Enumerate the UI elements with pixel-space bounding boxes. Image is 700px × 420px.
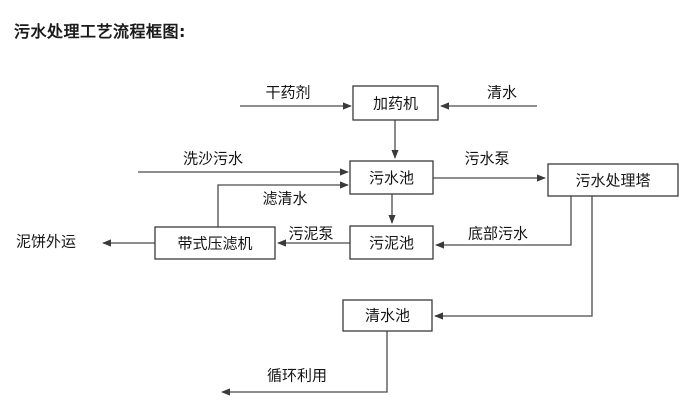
node-treatment-tower[interactable]: 污水处理塔 [547,163,679,197]
node-wastewater-pool-box [349,160,434,195]
node-dosing-machine-label: 加药机 [373,95,418,113]
node-dosing-machine-box [352,85,439,121]
edge-clearwater-recycle [221,331,388,396]
edge-label-bottom-wastewater: 底部污水 [468,225,528,243]
node-sludge-pool-label: 污泥池 [369,234,414,252]
edge-filtered-water-to-wastewater [217,181,349,227]
edge-label-sand-wash-water: 洗沙污水 [183,150,243,168]
node-clear-water-pool-box [342,299,433,332]
edge-label-recycle-use: 循环利用 [267,367,327,385]
edge-label-filtered-water: 滤清水 [262,190,307,208]
node-dosing-machine[interactable]: 加药机 [352,85,439,121]
node-treatment-tower-label: 污水处理塔 [575,172,650,190]
node-clear-water-pool[interactable]: 清水池 [342,299,433,332]
terminal-label-mud-cake-out: 泥饼外运 [16,233,76,251]
node-belt-filter-press-box [154,226,276,260]
node-belt-filter-press-label: 带式压滤机 [177,235,252,253]
page-title: 污水处理工艺流程框图: [14,22,186,41]
edge-label-sludge-pump: 污泥泵 [288,225,333,243]
node-sludge-pool[interactable]: 污泥池 [349,225,434,260]
edge-bottom-wastewater-to-sludge [435,196,572,249]
edge-label-clean-water: 清水 [487,84,517,102]
node-wastewater-pool-label: 污水池 [369,169,414,187]
node-treatment-tower-box [547,163,679,197]
node-sludge-pool-box [349,225,434,260]
node-wastewater-pool[interactable]: 污水池 [349,160,434,195]
node-clear-water-pool-label: 清水池 [365,307,410,325]
edge-tower-to-clearwater [434,196,593,320]
edge-label-dry-chemical: 干药剂 [265,84,310,102]
node-belt-filter-press[interactable]: 带式压滤机 [154,226,276,260]
edge-label-wastewater-pump: 污水泵 [464,150,509,168]
